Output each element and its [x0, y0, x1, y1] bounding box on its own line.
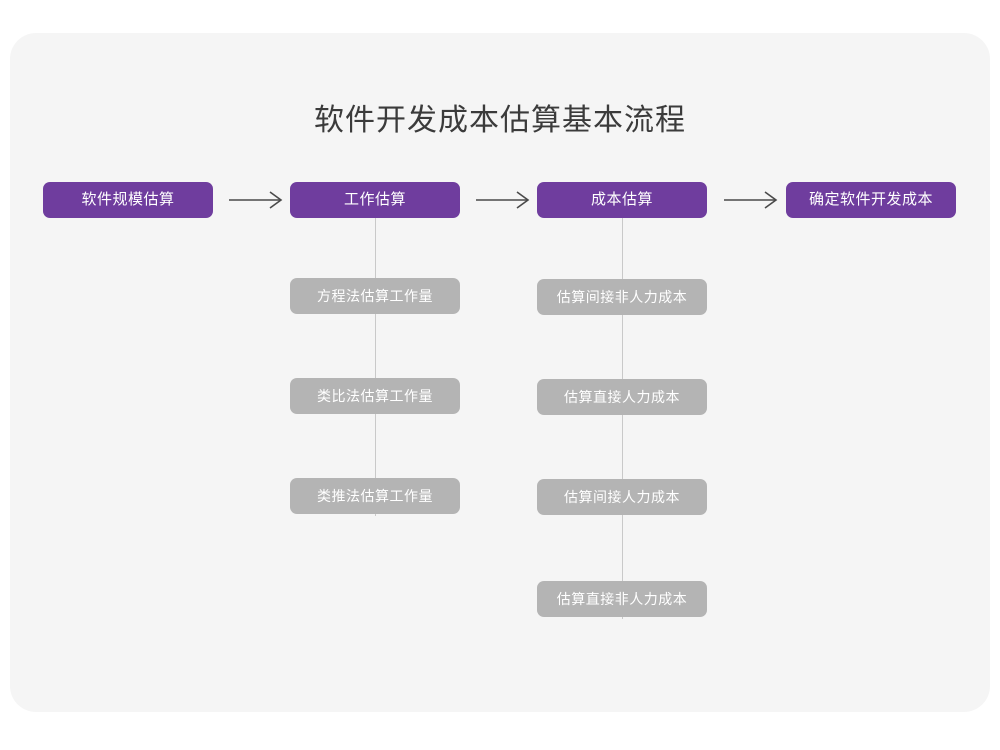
content-card: [10, 33, 990, 712]
arrow-stage2-to-stage3: [475, 188, 535, 212]
node-stage-3-substep-4[interactable]: 估算直接非人力成本: [537, 581, 707, 617]
page-title: 软件开发成本估算基本流程: [314, 104, 686, 137]
node-stage-1[interactable]: 软件规模估算: [43, 182, 213, 218]
node-stage-2[interactable]: 工作估算: [290, 182, 460, 218]
connector-line-stage3: [622, 218, 623, 619]
node-stage-3-substep-1[interactable]: 估算间接非人力成本: [537, 279, 707, 315]
arrow-stage3-to-stage4: [723, 188, 783, 212]
node-stage-2-substep-2[interactable]: 类比法估算工作量: [290, 378, 460, 414]
node-stage-3[interactable]: 成本估算: [537, 182, 707, 218]
node-stage-4[interactable]: 确定软件开发成本: [786, 182, 956, 218]
arrow-stage1-to-stage2: [228, 188, 288, 212]
connector-line-stage2: [375, 218, 376, 516]
node-stage-2-substep-3[interactable]: 类推法估算工作量: [290, 478, 460, 514]
node-stage-3-substep-2[interactable]: 估算直接人力成本: [537, 379, 707, 415]
node-stage-2-substep-1[interactable]: 方程法估算工作量: [290, 278, 460, 314]
node-stage-3-substep-3[interactable]: 估算间接人力成本: [537, 479, 707, 515]
